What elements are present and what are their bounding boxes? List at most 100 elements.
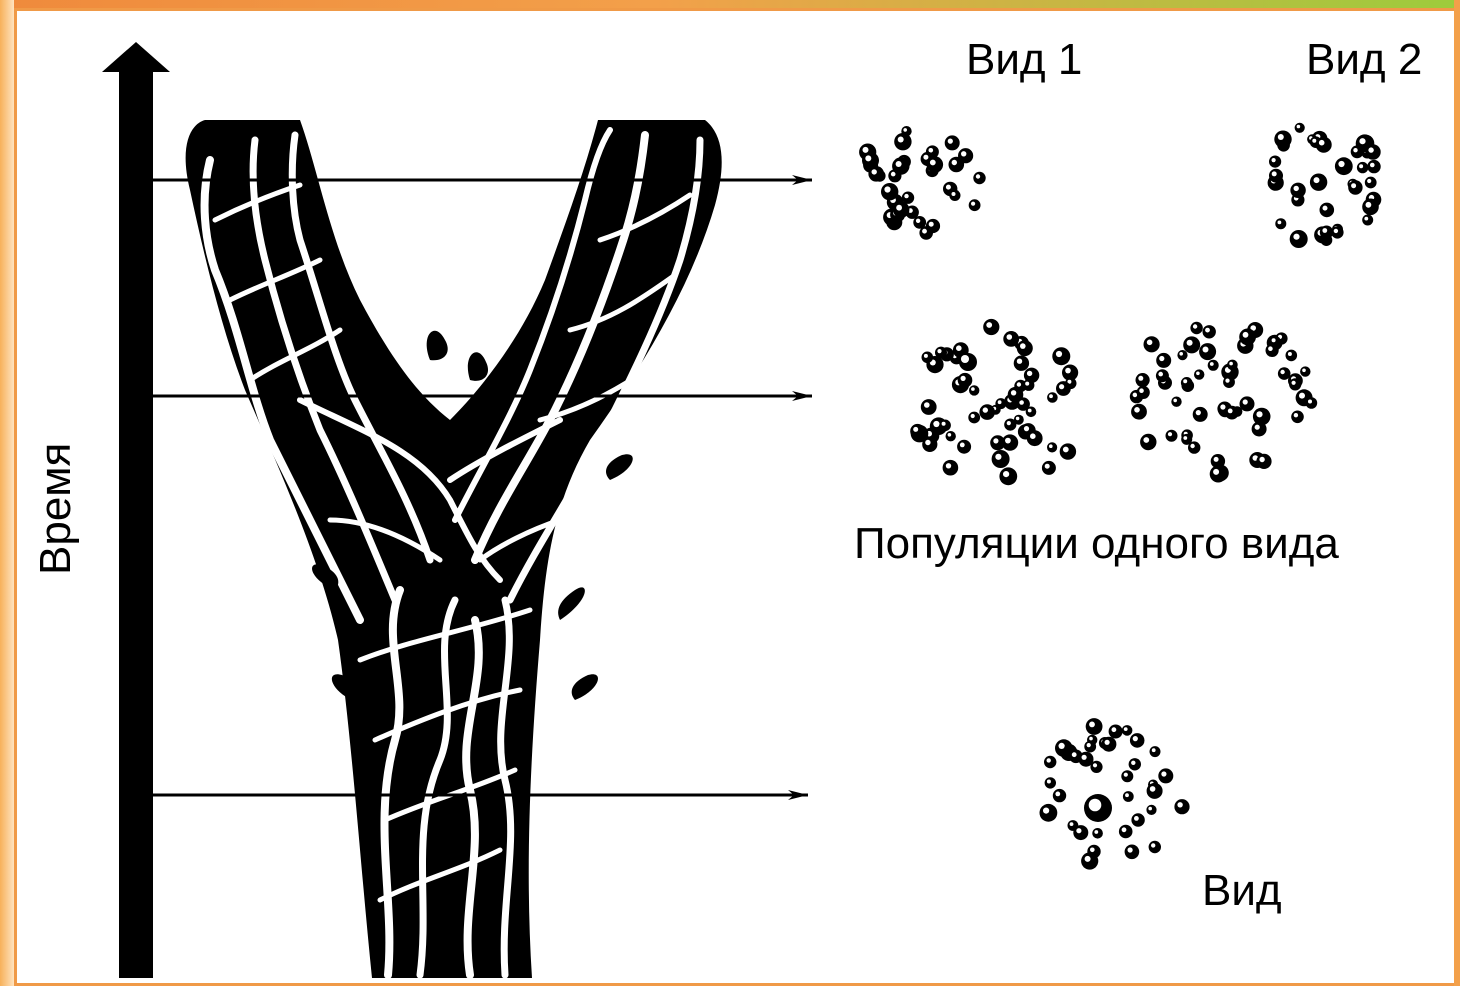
dot-highlight: [1299, 393, 1305, 399]
dot: [1367, 160, 1380, 173]
dot-highlight: [1214, 457, 1219, 462]
dot-highlight: [1294, 186, 1299, 191]
dot-highlight: [946, 185, 951, 190]
species-label: Вид: [1202, 869, 1282, 913]
dot-highlight: [1090, 848, 1095, 853]
dot: [1150, 746, 1161, 757]
dot-highlight: [872, 169, 877, 174]
dot: [979, 404, 995, 420]
dot-highlight: [1072, 752, 1077, 757]
dot: [1101, 737, 1116, 752]
dot-highlight: [1085, 856, 1091, 862]
dot-highlight: [1314, 177, 1320, 183]
dot-highlight: [1143, 437, 1149, 443]
dot: [1351, 145, 1364, 158]
dot-highlight: [1179, 352, 1183, 356]
dot: [959, 353, 977, 371]
dot-highlight: [971, 414, 975, 418]
dot: [990, 435, 1005, 450]
dot-highlight: [1256, 411, 1262, 417]
dot: [1084, 741, 1096, 753]
dot-highlight: [1268, 346, 1273, 351]
dot: [1014, 356, 1029, 371]
dot-highlight: [1065, 368, 1071, 374]
dot-highlight: [1359, 164, 1363, 168]
dot: [1181, 434, 1192, 445]
dot: [1290, 230, 1308, 248]
dot: [1087, 845, 1100, 858]
dot: [1239, 329, 1256, 346]
dot: [1017, 340, 1033, 356]
dot-highlight: [1278, 221, 1282, 225]
dot-highlight: [960, 443, 965, 448]
dot-highlight: [1323, 206, 1328, 211]
dot: [1136, 373, 1150, 387]
dot: [1225, 406, 1239, 420]
population-tree: [186, 120, 722, 978]
dot-highlight: [1016, 417, 1020, 421]
dot-highlight: [1205, 328, 1210, 333]
dot: [1023, 379, 1035, 391]
dot-highlight: [863, 147, 869, 153]
dot-highlight: [1280, 370, 1284, 374]
population-b-dot-cluster-icon: [1130, 322, 1317, 483]
dot: [969, 385, 979, 395]
dot-highlight: [1020, 343, 1026, 349]
dot-highlight: [1243, 332, 1249, 338]
dot-highlight: [922, 229, 927, 234]
dot-highlight: [916, 219, 920, 223]
dot-highlight: [1094, 830, 1098, 834]
dot-highlight: [1025, 382, 1029, 386]
dot: [1130, 733, 1145, 748]
dot: [1275, 218, 1286, 229]
dot-highlight: [1070, 822, 1074, 826]
dot-highlight: [913, 427, 918, 432]
dot: [1306, 397, 1318, 409]
population-a-dot-cluster-icon: [910, 319, 1078, 485]
dot: [1055, 739, 1073, 757]
species-1-label: Вид 1: [966, 38, 1082, 82]
dot-highlight: [1187, 340, 1193, 346]
dot-highlight: [1112, 727, 1117, 732]
dot-highlight: [1133, 736, 1138, 741]
dot-highlight: [1338, 161, 1344, 167]
dot-highlight: [1049, 444, 1053, 448]
dot-highlight: [1089, 737, 1093, 741]
dot-highlight: [1351, 183, 1356, 188]
dot: [1171, 397, 1181, 407]
dot-highlight: [1124, 727, 1128, 731]
dot-highlight: [1293, 234, 1299, 240]
dot-highlight: [1225, 379, 1229, 383]
dot: [1203, 325, 1216, 338]
dot: [1156, 353, 1171, 368]
populations-label: Популяции одного вида: [854, 522, 1339, 566]
dot: [1295, 123, 1305, 133]
dot-highlight: [986, 322, 992, 328]
dot: [1289, 378, 1301, 390]
dot: [957, 440, 971, 454]
dot: [913, 216, 926, 229]
dot-highlight: [948, 139, 953, 144]
dot-highlight: [1134, 816, 1139, 821]
dot: [999, 467, 1017, 485]
dot: [1137, 386, 1150, 399]
dot-highlight: [1322, 228, 1327, 233]
dot: [969, 199, 981, 211]
dot: [1156, 369, 1169, 382]
dot-highlight: [1133, 393, 1138, 398]
dot-highlight: [1055, 792, 1060, 797]
dot-highlight: [1125, 793, 1129, 797]
dot-highlight: [1139, 388, 1144, 393]
dot-highlight: [1308, 400, 1312, 404]
dot: [1291, 411, 1304, 424]
dot: [1193, 407, 1208, 422]
dot: [1109, 725, 1123, 739]
dot-highlight: [1047, 780, 1051, 784]
dot: [949, 157, 965, 173]
dot-highlight: [976, 174, 980, 178]
dot: [1269, 169, 1283, 183]
dot-highlight: [1243, 399, 1248, 404]
dot: [1300, 366, 1310, 376]
dot-highlight: [1007, 421, 1011, 425]
